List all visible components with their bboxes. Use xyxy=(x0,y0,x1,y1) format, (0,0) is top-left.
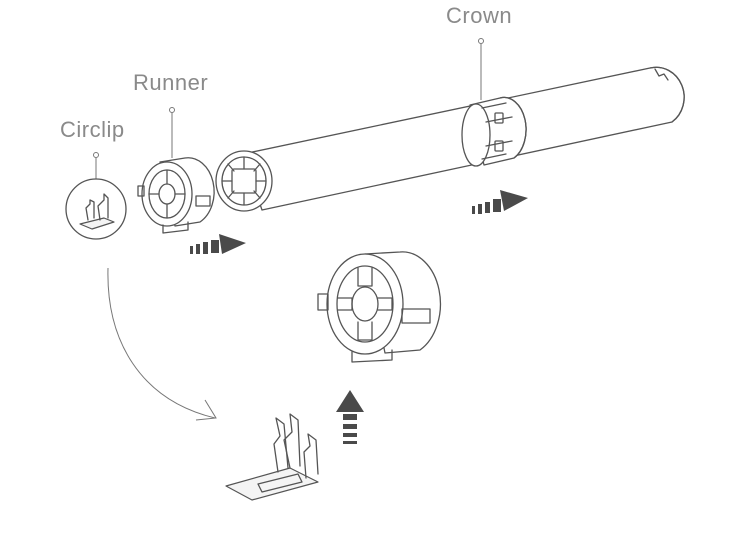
runner-part-large xyxy=(317,251,442,363)
tube-front-spokes xyxy=(221,156,267,206)
label-circlip: Circlip xyxy=(60,117,125,142)
crown-ribs xyxy=(481,102,513,160)
tube xyxy=(215,66,685,212)
leader-runner xyxy=(169,107,175,158)
striped-arrow-icon xyxy=(472,190,528,214)
leader-crown xyxy=(478,38,484,100)
label-crown: Crown xyxy=(446,3,513,28)
tube-end-cap xyxy=(649,66,685,123)
striped-arrow-icon xyxy=(336,390,364,444)
circlip-part-small xyxy=(65,178,127,240)
striped-arrow-icon xyxy=(190,234,246,254)
crown-front xyxy=(461,103,491,167)
circlip-part-large xyxy=(225,413,319,501)
tube-end-notch xyxy=(654,68,669,81)
curved-flow-arrow xyxy=(107,267,217,421)
runner-part xyxy=(137,157,215,234)
label-runner: Runner xyxy=(133,70,209,95)
crown-back xyxy=(499,96,527,159)
